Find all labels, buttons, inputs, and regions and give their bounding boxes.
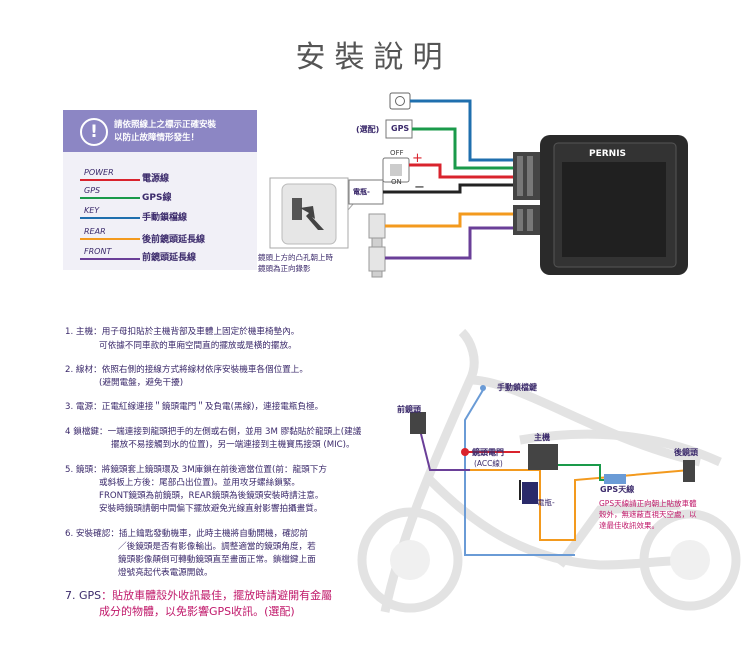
lock-key-label: 手動鎖檔鍵 <box>497 383 537 392</box>
legend-line-gps <box>80 197 140 199</box>
gps-tip-1: GPS天線請正向朝上貼放車體 <box>599 499 697 508</box>
ignition-dot <box>461 448 469 456</box>
acc-label: (ACC線) <box>474 459 503 468</box>
gps-antenna-mark <box>604 474 626 484</box>
rear-camera-label: 後鏡頭 <box>674 448 698 457</box>
host-label: 主機 <box>534 433 550 442</box>
front-camera-mark <box>410 412 426 434</box>
legend-code-power: POWER <box>84 168 114 177</box>
legend-code-gps: GPS <box>84 186 101 195</box>
warning-line-2: 以防止故障情形發生！ <box>114 133 200 143</box>
step-2: 2. 線材：依照右側的接線方式將線材依序安裝機車各個位置上。 <box>65 365 308 375</box>
warning-line-1: 請依照線上之標示正確安裝 <box>114 120 217 130</box>
step-6-sub-3: 燈號亮起代表電源開啟。 <box>118 568 213 578</box>
dashcam-host <box>540 135 688 275</box>
battery-mark <box>522 482 538 504</box>
step-6-sub-2: 鏡頭影像顛倒可轉動鏡頭直至畫面正常。鎖檔鍵上面 <box>118 555 316 565</box>
step-1-sub: 可依據不同車款的車廂空間直的擺放或是橫的擺放。 <box>99 341 297 351</box>
page-title: 安裝說明 <box>295 40 452 75</box>
step-7-sub: 成分的物體，以免影響GPS收訊。(選配) <box>99 605 295 618</box>
step-4: 4 鎖檔鍵：一端連接到龍頭把手的左側或右側，並用 3M 膠黏貼於龍頭上(建議 <box>65 427 362 437</box>
step-1: 1. 主機：用子母扣貼於主機背部及車體上固定於機車椅墊內。 <box>65 327 300 337</box>
step-3: 3. 電源：正電紅線連接＂鏡頭電門＂及負電(黑線)，連接電瓶負極。 <box>65 402 324 412</box>
lock-key-button <box>389 92 411 110</box>
host-mark <box>528 444 558 470</box>
step-6-sub-1: ／後鏡頭是否有影像輸出。調整適當的鏡頭角度，若 <box>118 542 316 552</box>
legend-code-rear: REAR <box>84 227 106 236</box>
rear-camera-mark <box>683 460 695 482</box>
front-camera-label: 前鏡頭 <box>397 405 421 414</box>
brand-label: PERNIS <box>589 149 627 159</box>
legend-code-front: FRONT <box>84 247 112 256</box>
step-4-sub: 擺放不易接觸到水的位置)，另一端連接到主機寶馬接頭 (MIC)。 <box>111 440 355 450</box>
step-5-sub-1: 或斜板上方後：尾部凸出位置)。並用攻牙螺絲鎖緊。 <box>99 478 301 488</box>
scooter-battery-label: 電瓶- <box>537 498 555 507</box>
step-2-sub: (避開電盤，避免干擾) <box>99 378 184 388</box>
step-7: 7. GPS：貼放車體殼外收訊最佳，擺放時請避開有金屬 <box>65 589 333 602</box>
step-5: 5. 鏡頭：將鏡頭套上鏡頭環及 3M庫鎖在前後適當位置(前：龍頭下方 <box>65 465 327 475</box>
minus-label: − <box>414 180 425 195</box>
step-5-sub-3: 安裝時鏡頭請朝中間偏下擺放避免光線直射影響拍攝畫質。 <box>99 504 323 514</box>
switch-on-label: ON <box>391 178 402 186</box>
step-5-sub-2: FRONT鏡頭為前鏡頭，REAR鏡頭為後鏡頭安裝時請注意。 <box>99 491 324 501</box>
gps-optional-label: (選配) <box>356 125 380 134</box>
legend-line-power <box>80 179 140 181</box>
legend-line-rear <box>80 238 140 240</box>
legend-line-front <box>80 258 140 260</box>
plus-label: + <box>412 151 423 166</box>
legend-line-key <box>80 217 140 219</box>
gps-tip-2: 殼外，無遮蔽直視天空處，以 <box>599 510 697 519</box>
lens-note-1: 鏡頭上方的凸孔朝上時 <box>258 253 333 262</box>
switch-off-label: OFF <box>390 149 404 157</box>
legend-name-front: 前鏡頭延長線 <box>142 253 197 263</box>
legend-name-gps: GPS線 <box>142 193 172 203</box>
lens-note-2: 鏡頭為正向錄影 <box>258 264 311 273</box>
exclamation-icon: ! <box>80 118 108 146</box>
legend-code-key: KEY <box>84 206 100 215</box>
gps-tip-3: 達最佳收訊效果。 <box>599 521 659 530</box>
legend-name-key: 手動鎖檔線 <box>142 213 188 223</box>
battery-label: 電瓶- <box>353 188 370 196</box>
lens-inset <box>269 177 366 249</box>
step-6: 6. 安裝確認：插上鑰匙發動機車，此時主機將自動開機，確認前 <box>65 529 308 539</box>
legend-name-rear: 後前鏡頭延長線 <box>142 235 206 245</box>
ignition-label: 鏡頭電門 <box>472 448 504 457</box>
legend-name-power: 電源線 <box>142 174 170 184</box>
gps-label: GPS <box>391 124 410 133</box>
gps-antenna-label: GPS天線 <box>600 485 635 494</box>
